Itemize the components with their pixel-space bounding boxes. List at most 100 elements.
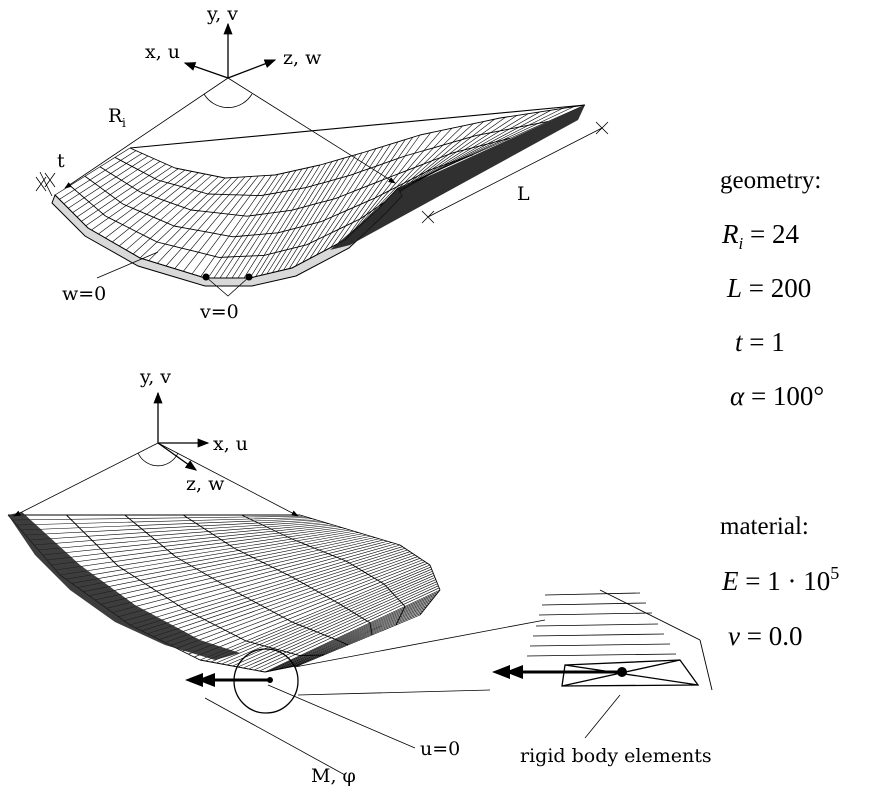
bottom-mesh-ring bbox=[427, 602, 431, 606]
top-mesh-ring bbox=[341, 174, 351, 179]
top-mesh-ring bbox=[301, 166, 312, 170]
bottom-mesh-line bbox=[194, 563, 428, 658]
top-mesh-ring bbox=[263, 252, 273, 256]
top-mesh-ring bbox=[389, 171, 403, 178]
bottom-mesh-ring bbox=[232, 665, 241, 668]
bottom-mesh-line bbox=[12, 515, 305, 521]
bottom-mesh-line bbox=[38, 523, 330, 551]
bottom-mesh-ring bbox=[230, 588, 239, 594]
bottom-mesh-ring bbox=[278, 668, 283, 670]
bottom-mesh-line bbox=[188, 561, 426, 655]
top-w-bc-label: w=0 bbox=[62, 283, 106, 305]
bottom-mesh-ring bbox=[364, 572, 370, 576]
bottom-mesh-ring bbox=[233, 547, 242, 553]
bottom-mesh-line bbox=[55, 528, 346, 571]
bottom-z-axis bbox=[157, 442, 198, 471]
top-mesh-line bbox=[54, 147, 131, 196]
bottom-mesh-ring bbox=[286, 666, 292, 669]
top-mesh-ring bbox=[550, 107, 569, 111]
bottom-mesh-ring bbox=[344, 643, 347, 645]
geometry-heading: geometry: bbox=[720, 167, 821, 194]
top-mesh-ring bbox=[98, 209, 106, 217]
rigid-cross-1 bbox=[564, 664, 699, 686]
bottom-mesh-ring bbox=[142, 581, 152, 588]
detail-node bbox=[617, 667, 627, 677]
bottom-mesh-ring bbox=[355, 566, 361, 571]
top-mesh-ring bbox=[300, 205, 310, 209]
geometry-L: L = 200 bbox=[726, 273, 811, 303]
bottom-mesh-ring bbox=[374, 537, 382, 540]
bottom-mesh-line bbox=[264, 589, 441, 673]
top-mesh-ring bbox=[272, 250, 282, 254]
bottom-mesh-ring bbox=[429, 599, 433, 603]
bottom-mesh-ring bbox=[240, 667, 249, 670]
bottom-mesh-line bbox=[164, 554, 416, 643]
top-mesh-ring bbox=[99, 166, 109, 173]
top-mesh-line bbox=[260, 161, 333, 276]
material-E: E = 1 · 105 bbox=[721, 563, 839, 596]
bottom-mesh-ring bbox=[191, 655, 201, 661]
bottom-radius-line bbox=[13, 442, 159, 517]
top-mesh-line bbox=[243, 166, 315, 279]
top-mesh-ring bbox=[244, 175, 256, 178]
bottom-mesh-ring bbox=[326, 596, 333, 601]
top-mesh-ring bbox=[131, 166, 141, 172]
top-mesh-ring bbox=[312, 221, 322, 225]
bottom-mesh-line bbox=[276, 598, 434, 670]
bottom-mesh-ring bbox=[206, 574, 215, 580]
bottom-mesh-line bbox=[20, 518, 313, 531]
top-mesh-ring bbox=[309, 202, 319, 206]
top-mesh-ring bbox=[185, 227, 198, 231]
detail-leader-bottom bbox=[297, 689, 491, 696]
top-mesh-ring bbox=[234, 176, 246, 178]
top-far-edge bbox=[129, 104, 586, 149]
top-mesh-line bbox=[165, 176, 246, 267]
top-mesh-ring bbox=[260, 193, 271, 197]
top-mesh-line bbox=[323, 141, 399, 252]
moment-leader bbox=[204, 697, 346, 776]
bottom-mesh-ring bbox=[339, 640, 342, 643]
top-mesh-ring bbox=[396, 180, 408, 188]
bottom-mesh-ring bbox=[339, 557, 347, 562]
top-mesh-ring bbox=[157, 179, 168, 184]
bottom-mesh-ring bbox=[199, 659, 209, 662]
bottom-mesh-ring bbox=[214, 624, 223, 630]
bottom-mesh-ring bbox=[248, 668, 257, 671]
material-heading: material: bbox=[720, 513, 809, 540]
detail-edge-1 bbox=[599, 589, 701, 641]
top-mesh-ring bbox=[440, 152, 453, 159]
bottom-mesh-ring bbox=[379, 580, 385, 585]
bottom-mesh-ring bbox=[345, 560, 351, 565]
geometry-alpha: α = 100° bbox=[730, 381, 824, 411]
bottom-mesh-ring bbox=[312, 546, 320, 551]
bottom-mesh-ring bbox=[403, 606, 406, 609]
bottom-mesh-ring bbox=[159, 592, 168, 599]
top-mesh-ring bbox=[437, 163, 447, 168]
bottom-mesh-ring bbox=[360, 569, 366, 573]
bottom-mesh-ring bbox=[434, 577, 437, 581]
bottom-mesh-line bbox=[100, 538, 380, 605]
bottom-mesh-ring bbox=[391, 592, 395, 596]
bottom-mesh-line bbox=[83, 534, 367, 592]
top-mesh-ring bbox=[246, 214, 257, 217]
top-radius-line-2 bbox=[227, 77, 396, 184]
top-mesh-ring bbox=[115, 176, 125, 183]
top-mesh-line bbox=[349, 132, 431, 236]
top-mesh-ring bbox=[419, 147, 434, 153]
bottom-mesh-ring bbox=[182, 650, 192, 657]
top-mesh-ring bbox=[107, 171, 117, 178]
bottom-mesh-ring bbox=[291, 538, 299, 543]
top-mesh-ring bbox=[129, 147, 140, 153]
top-mesh-ring bbox=[357, 185, 369, 191]
bottom-mesh-line bbox=[147, 549, 408, 635]
top-mesh-ring bbox=[516, 112, 535, 116]
top-mesh-ring bbox=[296, 187, 307, 190]
bottom-mesh-line bbox=[282, 602, 431, 669]
top-mesh-line bbox=[337, 137, 413, 244]
top-mesh-ring bbox=[148, 175, 158, 181]
top-mesh-ring bbox=[353, 202, 365, 208]
top-mesh-ring bbox=[287, 188, 298, 192]
top-mesh-ring bbox=[429, 166, 439, 171]
bottom-mesh-ring bbox=[252, 642, 260, 646]
top-mesh-ring bbox=[114, 198, 124, 205]
